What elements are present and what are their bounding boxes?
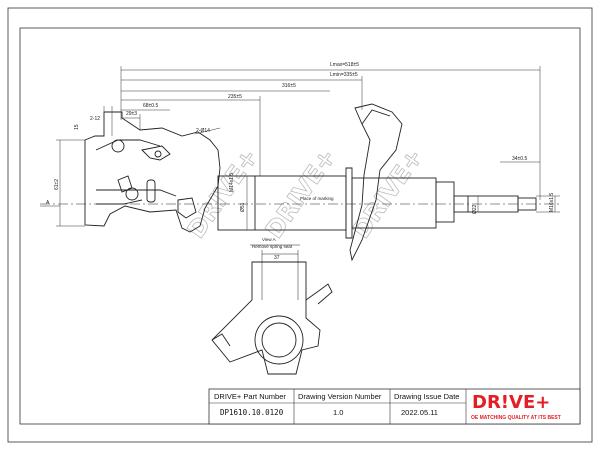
issue-date-value: 2022.05.11	[401, 408, 438, 417]
view-a-bracket	[211, 261, 321, 375]
outer-frame	[7, 7, 593, 443]
view-a-texts: View A Remove spring seat 37	[252, 237, 293, 261]
dim-34: 34±0.5	[512, 156, 527, 162]
dimension-texts: Lmax=518±5 Lmin=335±5 316±5 235±5 68±0.5…	[46, 62, 555, 214]
part-number-value: DP1610.10.0120	[220, 408, 284, 417]
bracket-rib-top	[95, 139, 161, 151]
part-number-header: DRIVE+ Part Number	[214, 392, 286, 401]
top-cap	[435, 181, 455, 223]
dimension-lines	[40, 66, 560, 230]
dim-29: 29±3	[126, 111, 137, 117]
dim-m16: M16x1.5	[549, 193, 555, 212]
bracket-slot	[146, 179, 156, 203]
sensor-hole	[154, 150, 162, 158]
dim-15: 15	[74, 124, 80, 130]
bolt-hole-upper	[111, 139, 125, 153]
watermark-2: DRIVE+	[260, 143, 342, 243]
view-a-label: View A	[262, 237, 276, 242]
view-a-tab	[211, 333, 231, 347]
dim-22: Ø22	[472, 204, 478, 214]
version-value: 1.0	[333, 408, 343, 417]
spring-seat-lip	[361, 109, 391, 125]
dim-235: 235±5	[228, 94, 242, 100]
view-a-detail	[211, 244, 333, 375]
view-a-tube-outer	[254, 315, 304, 365]
logo-text: DR!VE+	[472, 392, 550, 413]
remove-spring-seat-label: Remove spring seat	[252, 244, 293, 249]
dim-37: 37	[274, 255, 280, 261]
view-a-clip	[305, 283, 333, 305]
shock-absorber-side-view	[40, 103, 560, 262]
dim-316: 316±5	[282, 83, 296, 89]
spring-seat-plate	[349, 103, 403, 262]
place-of-marking-label: Place of marking	[300, 196, 334, 201]
bracket-tab	[117, 175, 133, 193]
watermark-1: DRIVE+	[182, 143, 264, 243]
version-header: Drawing Version Number	[298, 392, 382, 401]
dim-61: 61±2	[54, 179, 60, 190]
dim-lmax: Lmax=518±5	[330, 62, 359, 68]
brake-hose-bracket	[177, 197, 197, 219]
bracket-rib-low	[96, 199, 143, 205]
issue-date-header: Drawing Issue Date	[394, 392, 459, 401]
dim-2x14: 2-Ø14	[196, 128, 210, 134]
dim-lmin: Lmin=335±5	[330, 72, 358, 78]
title-block: DRIVE+ Part Number Drawing Version Numbe…	[208, 388, 581, 425]
drive-plus-logo: DR!VE+ OE MATCHING QUALITY AT ITS BEST	[471, 392, 561, 421]
spring-seat	[345, 167, 353, 239]
dim-m14: M14x1.5	[229, 173, 235, 192]
dim-68: 68±0.5	[143, 103, 158, 109]
sensor-clip	[141, 145, 171, 161]
dim-2x12: 2-12	[90, 116, 100, 122]
view-a-arrow-letter: A	[46, 200, 50, 206]
dim-51: Ø51	[240, 202, 246, 212]
view-a-tube-inner	[261, 322, 297, 358]
logo-tagline: OE MATCHING QUALITY AT ITS BEST	[471, 415, 561, 421]
bracket-rib-mid	[96, 189, 177, 197]
